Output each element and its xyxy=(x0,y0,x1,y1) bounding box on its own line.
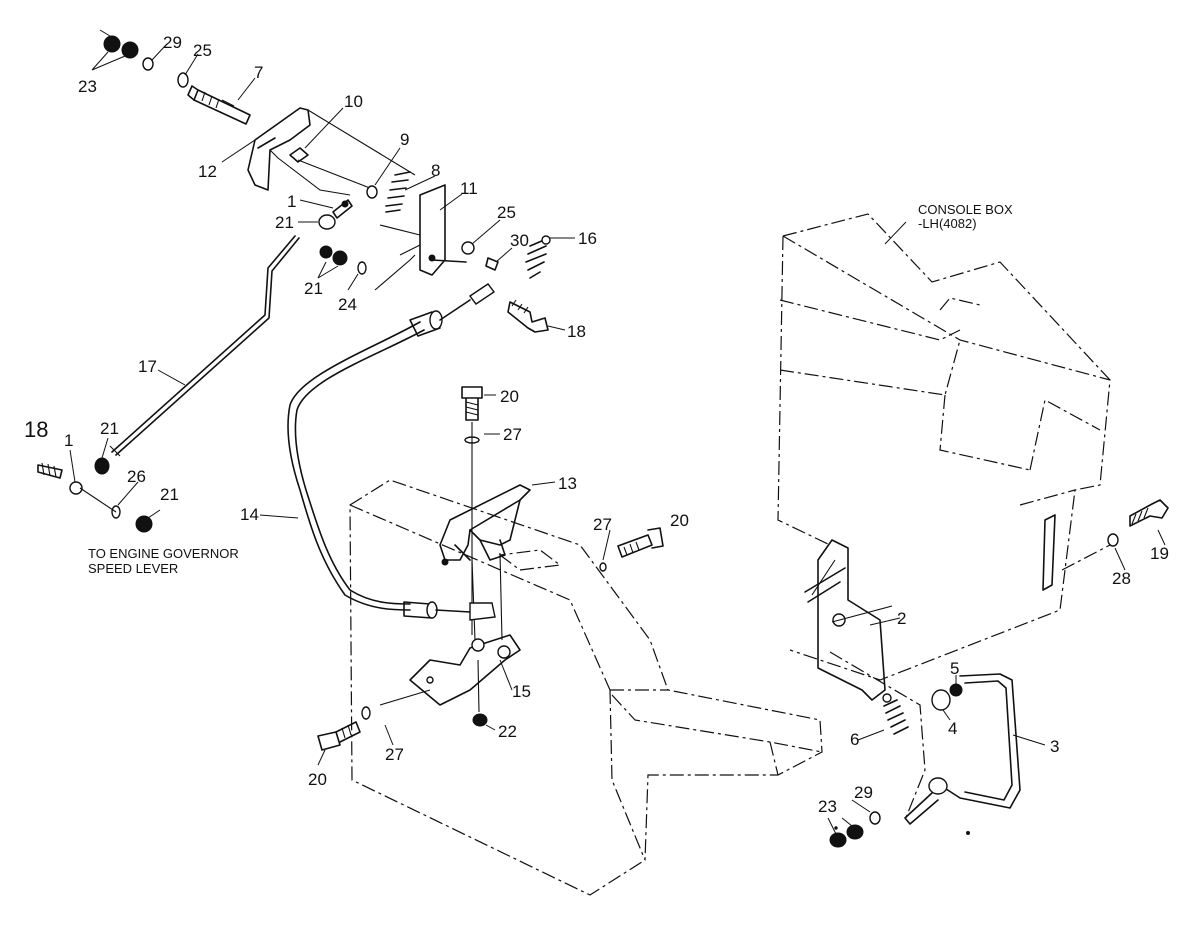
cable-part-14 xyxy=(287,283,496,621)
console-box-lh xyxy=(777,213,1111,681)
callout: 27 xyxy=(385,745,404,764)
linkage-assembly-top xyxy=(247,107,551,291)
governor-note-line2: SPEED LEVER xyxy=(88,561,178,576)
callout: 13 xyxy=(558,474,577,493)
bolt-part-20-top xyxy=(461,386,483,635)
callout: 30 xyxy=(510,231,529,250)
bolt-part-20-bottom xyxy=(317,706,371,751)
callout: 2 xyxy=(897,609,906,628)
callout: 29 xyxy=(854,783,873,802)
callout: 9 xyxy=(400,130,409,149)
callout: 25 xyxy=(193,41,212,60)
bolt-part-19 xyxy=(1107,499,1169,547)
callout: 25 xyxy=(497,203,516,222)
callout: 23 xyxy=(818,797,837,816)
callout: 20 xyxy=(308,770,327,789)
callout: 20 xyxy=(670,511,689,530)
callout: 6 xyxy=(850,730,859,749)
governor-fittings xyxy=(37,457,153,533)
callout: 22 xyxy=(498,722,517,741)
lever-part-3 xyxy=(829,651,1046,825)
knob-part-4 xyxy=(931,683,963,711)
callout: 15 xyxy=(512,682,531,701)
spring-part-6 xyxy=(882,693,909,735)
callout: 29 xyxy=(163,33,182,52)
callout: 14 xyxy=(240,505,259,524)
callout: 21 xyxy=(160,485,179,504)
callout: 20 xyxy=(500,387,519,406)
callout: 18 xyxy=(567,322,586,341)
callout: 21 xyxy=(304,279,323,298)
nut-washer-set-bottom xyxy=(827,811,881,848)
console-box-note-line2: -LH(4082) xyxy=(918,216,977,231)
callout: 23 xyxy=(78,77,97,96)
nut-washer-set-top xyxy=(99,29,189,88)
callout: 1 xyxy=(64,431,73,450)
callout: 24 xyxy=(338,295,357,314)
callout: 26 xyxy=(127,467,146,486)
bracket-part-15 xyxy=(379,634,521,727)
callout-labels: 23 29 25 7 10 12 9 8 1 21 11 25 30 16 21… xyxy=(24,33,1169,816)
callout: 10 xyxy=(344,92,363,111)
callout: 27 xyxy=(593,515,612,534)
center-housing xyxy=(349,479,823,896)
callout: 19 xyxy=(1150,544,1169,563)
callout: 21 xyxy=(275,213,294,232)
console-box-note-line1: CONSOLE BOX xyxy=(918,202,1013,217)
callout: 3 xyxy=(1050,737,1059,756)
bracket-part-2 xyxy=(804,539,893,701)
callout: 17 xyxy=(138,357,157,376)
callout: 27 xyxy=(503,425,522,444)
callout: 1 xyxy=(287,192,296,211)
callout: 21 xyxy=(100,419,119,438)
callout: 5 xyxy=(950,659,959,678)
callout: 4 xyxy=(948,719,957,738)
callout: 7 xyxy=(254,63,263,82)
bolt-part-20-right xyxy=(599,527,664,572)
callout: 8 xyxy=(431,161,440,180)
rod-part-17 xyxy=(109,235,300,457)
pin-part-1-upper xyxy=(318,199,367,275)
bolt-part-18-middle xyxy=(507,299,549,333)
callout: 28 xyxy=(1112,569,1131,588)
callout: 12 xyxy=(198,162,217,181)
callout: 18 xyxy=(24,417,48,442)
callout: 11 xyxy=(460,179,478,198)
governor-note-line1: TO ENGINE GOVERNOR xyxy=(88,546,239,561)
shaft-part-7 xyxy=(187,85,251,125)
annotation-notes: CONSOLE BOX -LH(4082) TO ENGINE GOVERNOR… xyxy=(88,202,1013,576)
callout: 16 xyxy=(578,229,597,248)
leader-lines xyxy=(69,45,1166,813)
